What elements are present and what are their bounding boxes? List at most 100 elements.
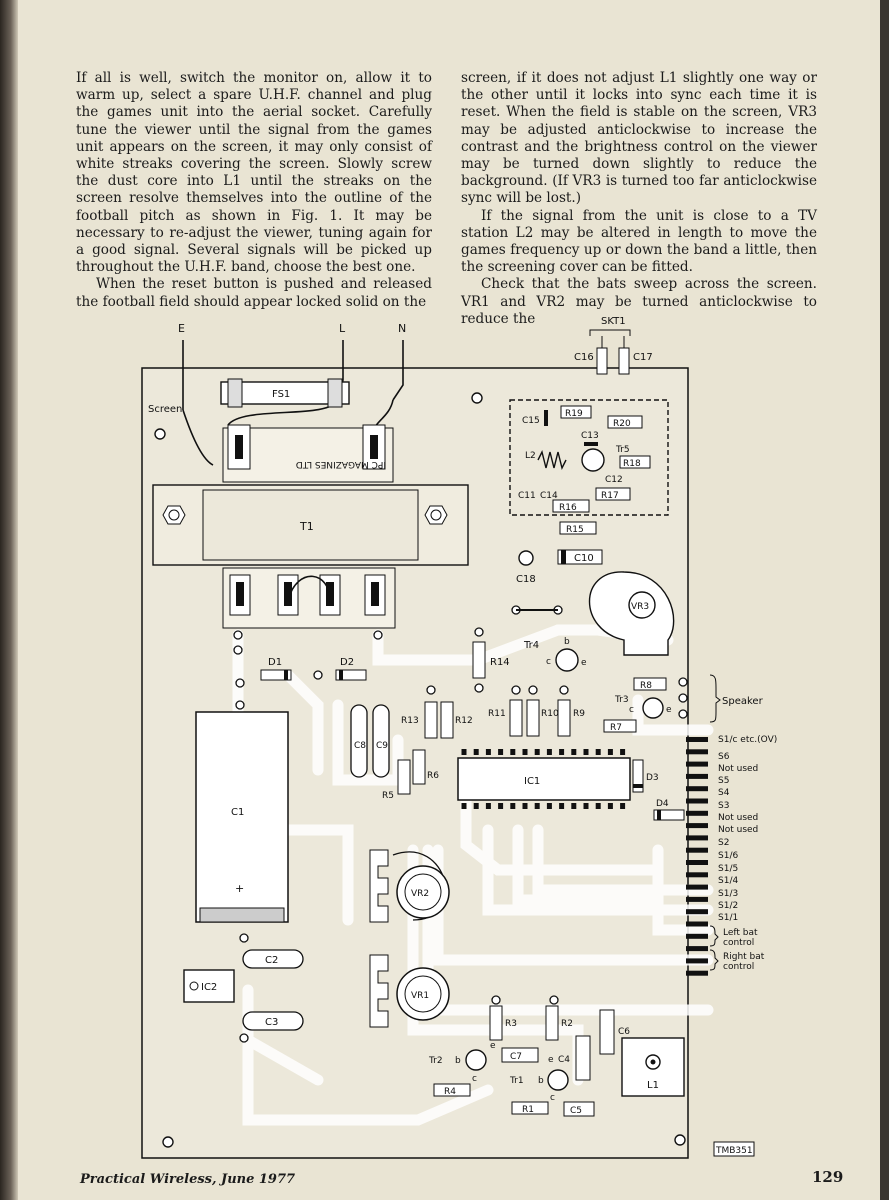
svg-text:C8: C8 (354, 741, 366, 751)
svg-text:C18: C18 (516, 574, 536, 585)
svg-text:R12: R12 (455, 716, 473, 726)
svg-text:R6: R6 (427, 771, 439, 781)
right-paragraph-2: If the signal from the unit is close to … (461, 207, 817, 276)
d4-diode: D4 (653, 799, 685, 821)
svg-text:Tr4: Tr4 (523, 640, 539, 651)
svg-text:e: e (548, 1055, 554, 1065)
svg-text:S1/1: S1/1 (718, 913, 738, 923)
svg-text:S1/2: S1/2 (718, 901, 738, 911)
rf-screen-outline (509, 399, 669, 516)
svg-text:R14: R14 (490, 657, 510, 668)
svg-text:S3: S3 (718, 801, 729, 811)
svg-text:R18: R18 (623, 459, 641, 469)
svg-text:S6: S6 (718, 752, 730, 762)
left-paragraph-2: When the reset button is pushed and rele… (76, 276, 432, 310)
svg-text:b: b (455, 1056, 461, 1066)
svg-text:c: c (629, 705, 634, 715)
svg-text:R2: R2 (561, 1019, 573, 1029)
c8-c9-capacitors: C8 C9 (350, 704, 390, 778)
svg-text:S2: S2 (718, 838, 729, 848)
r4-resistor: R4 (433, 1083, 471, 1097)
lead-l-label: L (339, 322, 346, 335)
ic2-regulator: IC2 (183, 969, 235, 1003)
svg-text:R16: R16 (559, 503, 577, 513)
svg-text:Not used: Not used (718, 825, 758, 835)
d2-diode: D2 (335, 657, 367, 681)
svg-text:R4: R4 (444, 1087, 456, 1097)
terminal-pads (686, 737, 708, 976)
mounting-holes (154, 392, 686, 1148)
svg-text:Not used: Not used (718, 813, 758, 823)
svg-text:R20: R20 (613, 419, 631, 429)
svg-text:Tr3: Tr3 (614, 695, 629, 705)
svg-text:R9: R9 (573, 709, 585, 719)
svg-text:R5: R5 (382, 791, 394, 801)
r15-resistor: R15 (559, 521, 597, 535)
r11-r10-r9-resistors: R11 R10 R9 (488, 699, 585, 737)
r3-resistor: R3 (489, 1005, 517, 1041)
svg-text:C17: C17 (633, 352, 653, 363)
svg-text:D3: D3 (646, 773, 659, 783)
c6-capacitor: C5 (563, 1101, 595, 1117)
page-number: 129 (812, 1168, 844, 1186)
vr2-preset: VR2 (369, 849, 450, 923)
svg-text:c: c (550, 1093, 555, 1103)
svg-text:C14: C14 (540, 491, 558, 501)
svg-text:e: e (490, 1041, 496, 1051)
r1-resistor: R1 (511, 1101, 549, 1115)
svg-text:C16: C16 (574, 352, 594, 363)
svg-text:Tr1: Tr1 (509, 1076, 524, 1086)
svg-text:R11: R11 (488, 709, 506, 719)
c16-capacitor: C16 (574, 336, 608, 375)
svg-text:R19: R19 (565, 409, 583, 419)
t1-transformer: IPC MAGAZINES LTD T1 (152, 424, 469, 629)
svg-text:D2: D2 (340, 657, 354, 668)
svg-text:FS1: FS1 (272, 389, 290, 400)
publication-footer: Practical Wireless, June 1977 (80, 1172, 296, 1187)
left-paragraph-1: If all is well, switch the monitor on, a… (76, 70, 432, 276)
vr3-preset: VR3 (589, 571, 675, 656)
tr2-transistor: Tr2 b c e (428, 1041, 496, 1084)
svg-text:L2: L2 (525, 451, 536, 461)
svg-text:TMB351: TMB351 (715, 1146, 753, 1156)
c1-capacitor: C1 + (195, 711, 289, 923)
svg-text:C10: C10 (574, 553, 594, 564)
d1-diode: D1 (260, 657, 292, 681)
svg-text:C15: C15 (522, 416, 540, 426)
svg-text:S4: S4 (718, 788, 730, 798)
skt1-bracket (589, 329, 631, 336)
svg-text:e: e (581, 658, 587, 668)
l1-coil: L1 (621, 1037, 685, 1097)
c2-capacitor: C2 (242, 949, 304, 969)
svg-text:R7: R7 (610, 723, 622, 733)
terminal-labels: S1/c etc.(OV) S6 Not used S5 S4 S3 Not u… (709, 735, 777, 972)
r8-resistor: R8 (633, 677, 667, 691)
svg-text:S1/3: S1/3 (718, 889, 738, 899)
pcb-layout-diagram: .t { font-size:10px; } .ts { font-size:9… (141, 316, 777, 1159)
svg-text:VR3: VR3 (631, 602, 649, 612)
r13-r12-resistors: R13 R12 (401, 701, 473, 739)
svg-text:C9: C9 (376, 741, 388, 751)
svg-text:C3: C3 (265, 1017, 278, 1028)
svg-text:e: e (666, 705, 672, 715)
c4-capacitor: C4 (558, 1035, 591, 1081)
r2-resistor: R2 (545, 1005, 573, 1041)
svg-text:control: control (723, 962, 754, 972)
right-paragraph-3: Check that the bats sweep across the scr… (461, 276, 817, 327)
svg-text:D4: D4 (656, 799, 669, 809)
ic1-chip: IC1 (457, 757, 631, 801)
svg-text:S1/c etc.(OV): S1/c etc.(OV) (718, 735, 777, 745)
speaker-bracket (709, 674, 721, 723)
r14-resistor: R14 (472, 641, 510, 679)
rf-section: C15 R19 R20 C13 Tr5 L2 R18 C12 C11 C14 R… (518, 405, 651, 513)
watermark: IPC MAGAZINES LTD (296, 459, 386, 469)
solder-pads (233, 605, 688, 1043)
c3-capacitor: C3 (242, 1011, 304, 1031)
right-paragraph-1: screen, if it does not adjust L1 slightl… (461, 70, 817, 207)
svg-text:D1: D1 (268, 657, 282, 668)
svg-text:C7: C7 (510, 1052, 522, 1062)
svg-text:R15: R15 (566, 525, 584, 535)
binding-shadow (0, 0, 18, 1200)
c18-capacitor: C18 (516, 550, 536, 585)
svg-text:R3: R3 (505, 1019, 517, 1029)
